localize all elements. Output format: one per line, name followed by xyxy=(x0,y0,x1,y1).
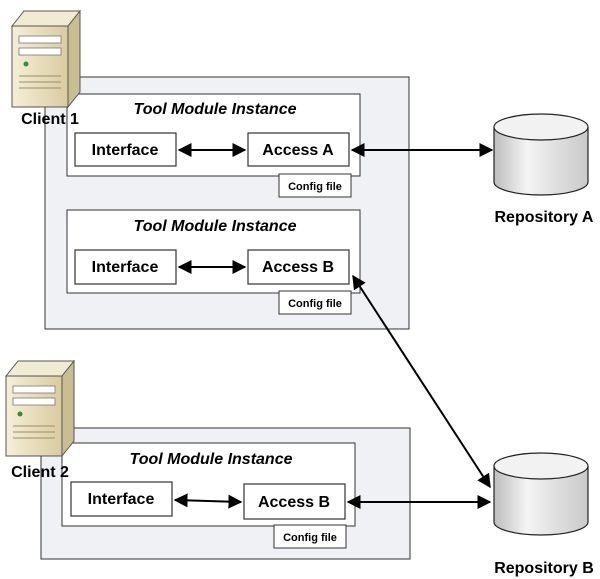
interface-label: Interface xyxy=(92,142,159,159)
server-icon xyxy=(10,9,82,109)
config-file-box xyxy=(273,524,347,549)
repository-b-icon xyxy=(493,452,589,536)
interface-label: Interface xyxy=(92,259,159,276)
repository-b-label: Repository B xyxy=(494,560,594,577)
client-2-label: Client 2 xyxy=(11,464,69,481)
config-file-box xyxy=(278,290,352,315)
config-file-label: Config file xyxy=(283,532,337,544)
config-file-box xyxy=(278,173,352,198)
access-box xyxy=(247,132,350,167)
instance-title: Tool Module Instance xyxy=(134,218,297,235)
server-icon xyxy=(4,359,76,458)
interface-box xyxy=(74,132,177,167)
access-box xyxy=(247,249,350,285)
access-b-repository-b-arrow xyxy=(352,274,491,489)
access-label: Access B xyxy=(258,494,330,511)
tool-module-instance-3: Tool Module Instance Interface Access B … xyxy=(61,442,356,549)
access-label: Access A xyxy=(262,142,334,159)
repository-a-icon xyxy=(493,113,589,196)
config-file-label: Config file xyxy=(288,298,342,310)
instance-title: Tool Module Instance xyxy=(130,451,293,468)
access-label: Access B xyxy=(262,259,334,276)
interface-box xyxy=(70,481,173,517)
interface-label: Interface xyxy=(88,491,155,508)
instance-title: Tool Module Instance xyxy=(134,101,297,118)
client-1-label: Client 1 xyxy=(21,111,79,128)
tool-module-instance-2: Tool Module Instance Interface Access B … xyxy=(66,209,361,315)
tool-module-instance-1: Tool Module Instance Interface Access A … xyxy=(66,93,361,198)
config-file-label: Config file xyxy=(288,181,342,193)
interface-access-arrow xyxy=(173,493,243,509)
interface-box xyxy=(74,249,177,285)
access-box xyxy=(243,483,346,520)
repository-a-label: Repository A xyxy=(495,209,594,226)
